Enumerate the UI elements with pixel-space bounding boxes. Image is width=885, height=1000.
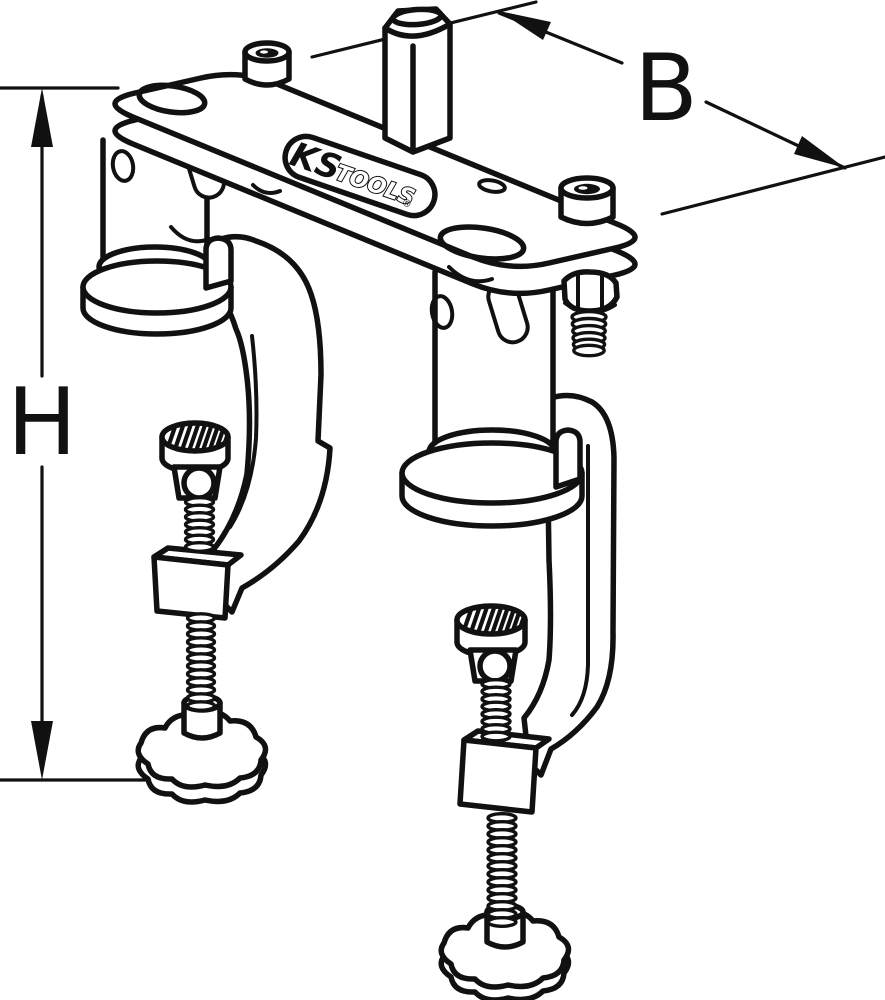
right-swivel-ball [477, 648, 513, 684]
dimension-b: B [310, 0, 885, 216]
left-arm-mount-tab [203, 235, 234, 291]
right-boss-glint [578, 186, 588, 190]
plate-hole-left [136, 82, 208, 116]
left-knurl-hatching [164, 424, 226, 450]
right-arm-mount-tab [553, 427, 583, 490]
logo-pill-outline [282, 133, 438, 219]
dimension-h-label: H [7, 368, 77, 476]
right-lower-thread [486, 812, 518, 929]
hex-bolt-facets [576, 272, 604, 313]
h-arrow-down-icon [31, 721, 53, 780]
left-jaw-block-front [151, 554, 231, 621]
hex-stud-edges [382, 21, 453, 153]
plate-hole-small [477, 178, 507, 194]
left-clamp-assembly [80, 123, 333, 805]
plate-hole-right [437, 224, 527, 262]
right-clamp-assembly [399, 259, 617, 1000]
h-arrow-up-icon [31, 88, 53, 147]
dimension-b-label: B [634, 34, 698, 142]
left-upper-thread [183, 496, 216, 554]
b-right-extension-line [660, 155, 885, 216]
dimension-h: H [0, 86, 172, 782]
hex-drive-stud [382, 6, 453, 155]
plate-hole-underside-arcs [169, 183, 494, 284]
right-jaw-block-front [457, 737, 539, 815]
logo-registered-mark: ® [400, 197, 413, 211]
b-arrow-right-icon [794, 136, 845, 168]
right-upper-thread [480, 678, 512, 743]
hex-bolt-thread [570, 309, 608, 358]
b-arrow-left-icon [499, 11, 551, 40]
right-leg-side-hole [429, 294, 455, 330]
right-boss-bore [574, 183, 600, 195]
right-knurl-hatching [460, 607, 523, 633]
left-clamp-arm-fillet-line [228, 334, 259, 529]
left-flange-disc-top [80, 258, 234, 316]
hex-stud-bore [390, 6, 444, 28]
left-lower-thread [185, 612, 217, 712]
left-boss-glint [260, 50, 268, 54]
side-hex-bolt [561, 269, 620, 358]
left-leg-side-hole [110, 149, 136, 183]
left-swivel-ball [181, 465, 217, 501]
right-clamp-arm-fillet-line [570, 444, 590, 717]
